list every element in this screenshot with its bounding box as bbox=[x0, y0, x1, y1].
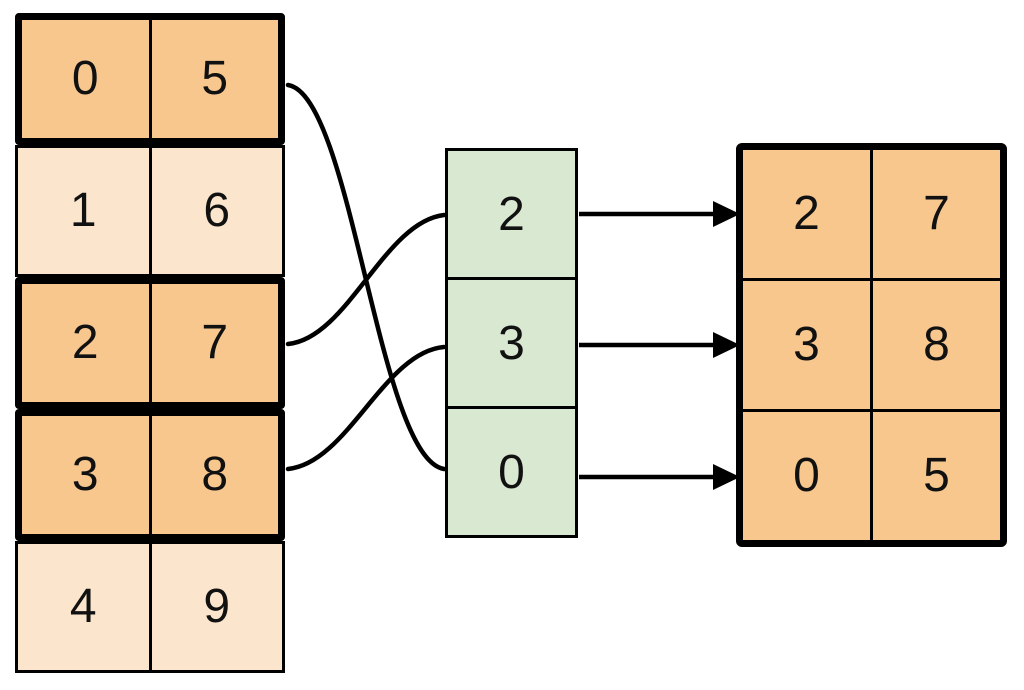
result-cell-1-0: 3 bbox=[743, 281, 873, 409]
source-cell-3-1: 8 bbox=[201, 448, 229, 501]
result-cell-2-1: 5 bbox=[923, 449, 950, 502]
source-row-4: 4 9 bbox=[15, 541, 285, 673]
source-cell-0-1: 5 bbox=[201, 52, 229, 105]
source-cell-4-0: 4 bbox=[18, 544, 152, 670]
arrow-index-to-result-1 bbox=[579, 332, 740, 358]
result-row-2: 0 5 bbox=[743, 409, 1000, 540]
source-cell-2-0: 2 bbox=[22, 284, 152, 402]
index-cell-2: 0 bbox=[445, 406, 578, 538]
arrow-index-to-result-2 bbox=[579, 464, 740, 490]
index-column: 2 3 0 bbox=[445, 148, 578, 538]
source-row-3: 3 8 bbox=[15, 409, 285, 541]
result-cell-0-1: 7 bbox=[923, 187, 950, 240]
result-table: 2 7 3 8 0 5 bbox=[736, 143, 1007, 547]
source-cell-0-0: 0 bbox=[22, 20, 152, 138]
curve-source3-to-index3 bbox=[285, 344, 447, 472]
source-row-0: 0 5 bbox=[15, 13, 285, 145]
source-cell-2-1: 7 bbox=[201, 316, 229, 369]
source-cell-4-1: 9 bbox=[203, 580, 231, 633]
source-row-1: 1 6 bbox=[15, 145, 285, 277]
result-cell-0-0: 2 bbox=[743, 150, 873, 278]
result-row-1: 3 8 bbox=[743, 278, 1000, 409]
result-row-0: 2 7 bbox=[743, 150, 1000, 278]
curve-source2-to-index2 bbox=[285, 212, 447, 347]
result-cell-2-0: 0 bbox=[743, 412, 873, 540]
result-cell-1-1: 8 bbox=[923, 318, 950, 371]
index-cell-0: 2 bbox=[445, 148, 578, 280]
source-cell-1-0: 1 bbox=[18, 148, 152, 274]
curve-source0-to-index0 bbox=[285, 82, 447, 472]
source-cell-1-1: 6 bbox=[203, 184, 231, 237]
index-cell-1: 3 bbox=[445, 277, 578, 409]
arrow-index-to-result-0 bbox=[579, 201, 740, 227]
source-cell-3-0: 3 bbox=[22, 416, 152, 534]
source-row-2: 2 7 bbox=[15, 277, 285, 409]
